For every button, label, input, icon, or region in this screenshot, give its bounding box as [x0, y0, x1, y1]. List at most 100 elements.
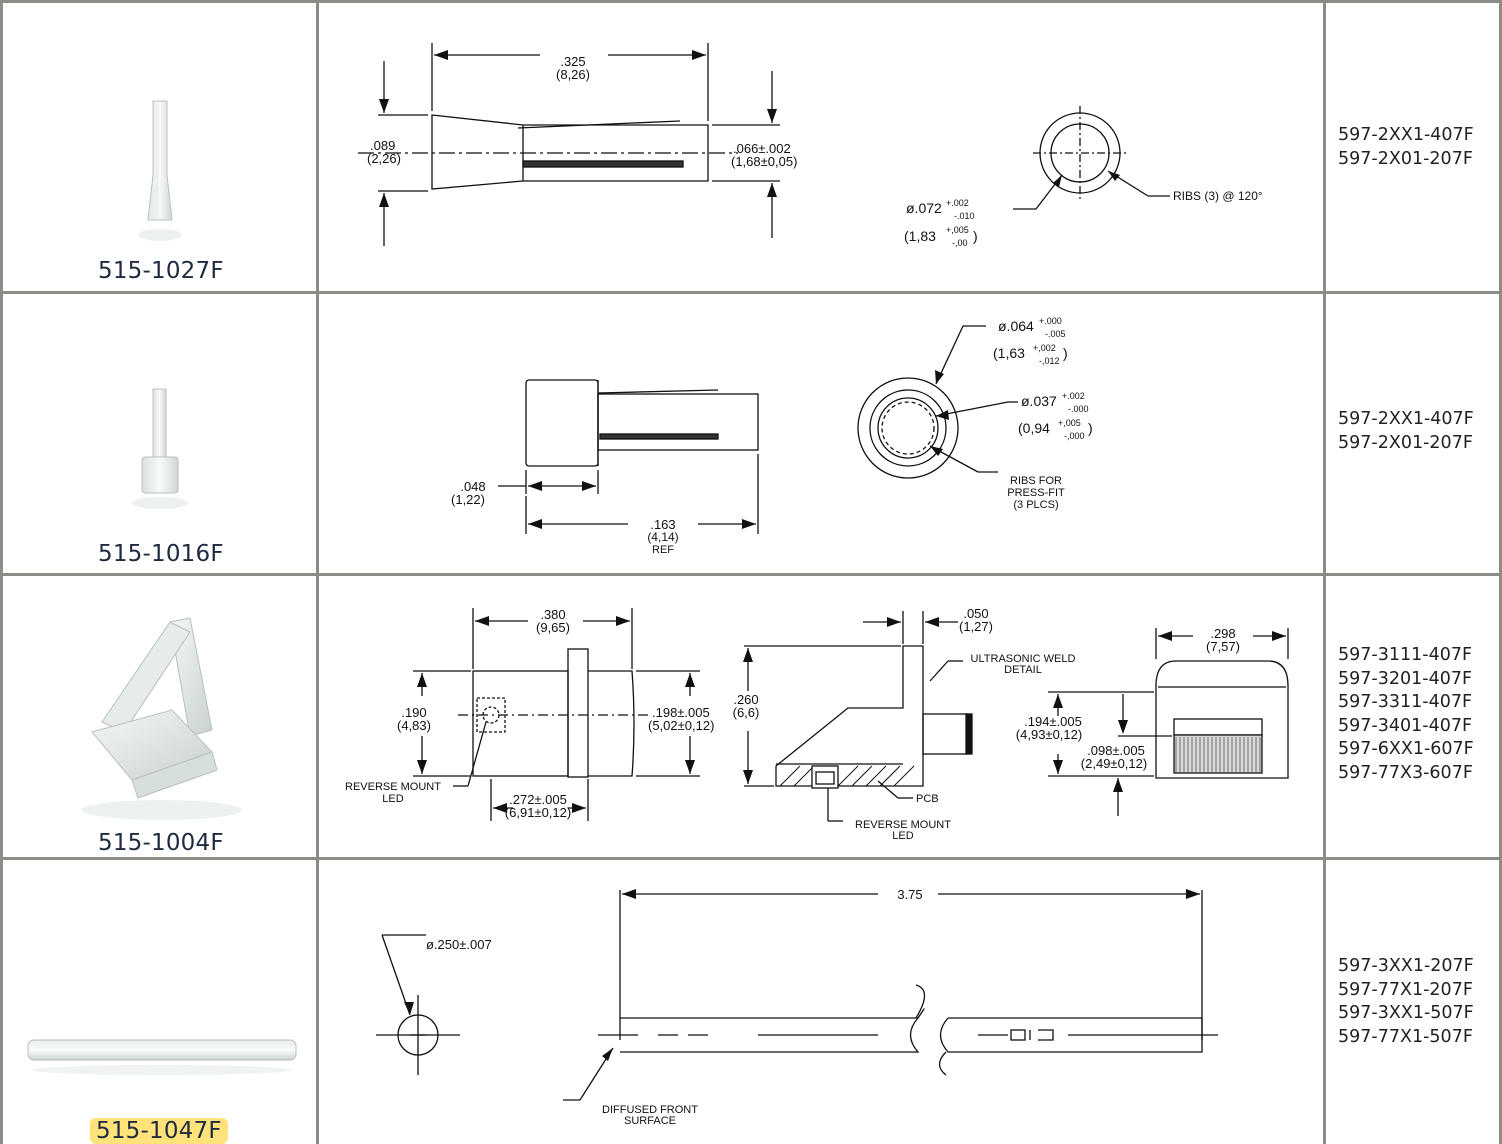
- ribs-label-2: PRESS-FIT: [1007, 487, 1065, 499]
- compatible-part: 597-77X3-607F: [1338, 762, 1473, 783]
- dim-height-mm: (2,26): [367, 151, 401, 166]
- weld-label-1: ULTRASONIC WELD: [971, 653, 1076, 665]
- compatible-part: 597-3111-407F: [1338, 645, 1473, 665]
- drawing-515-1016F: ø.064 +.000 -.005 (1,63 +,002 -,012 ) ø.…: [451, 316, 1093, 556]
- compatible-part: 597-6XX1-607F: [1338, 739, 1474, 759]
- dim-inner-mm-close: ): [1088, 420, 1093, 436]
- column-divider: [1323, 0, 1326, 1144]
- dim-dia-tol-plus: +.002: [946, 198, 969, 208]
- dim-inner-minus: -.000: [1068, 404, 1089, 414]
- dim-inner-mm: (0,94: [1018, 420, 1050, 436]
- product-photo-515-1016F: [132, 388, 188, 509]
- compatible-part: 597-2X01-207F: [1338, 148, 1473, 169]
- dim-tot-mm: (6,6): [733, 705, 760, 720]
- compatible-parts-list: 597-3111-407F 597-3201-407F 597-3311-407…: [1338, 644, 1474, 785]
- rev-led-label-2: LED: [382, 793, 403, 805]
- dim-bore-in: .066±.002: [733, 141, 791, 156]
- compatible-part: 597-3XX1-207F: [1338, 956, 1474, 976]
- rev-led-label-1: REVERSE MOUNT: [345, 781, 441, 793]
- drawing-515-1004F: .380 (9,65) .190 (4,83) .198±.005 (5,02±…: [345, 606, 1289, 842]
- dim-flange-in: .048: [460, 479, 485, 494]
- compatible-part: 597-77X1-207F: [1338, 979, 1473, 1000]
- dim-height-in: .089: [370, 138, 395, 153]
- compatible-part: 597-77X1-507F: [1338, 1026, 1473, 1047]
- dim-flange-mm: (1,22): [451, 492, 485, 507]
- dim-inner-mm-minus: -,000: [1064, 431, 1085, 441]
- dim-tot-in: .260: [733, 692, 758, 707]
- dim-outer-mm-plus: +,002: [1033, 343, 1056, 353]
- dim-outer-minus: -.005: [1045, 329, 1066, 339]
- part-number: 515-1004F: [98, 830, 224, 856]
- rev-led-b-label-1: REVERSE MOUNT: [855, 819, 951, 831]
- dim-inner-mm-plus: +,005: [1058, 418, 1081, 428]
- dim-dia-mm-minus: -,00: [952, 238, 968, 248]
- dim-dia-tol-minus: -.010: [954, 211, 975, 221]
- dim-h-mm: (4,83): [397, 718, 431, 733]
- dim-length-ref: REF: [652, 544, 674, 556]
- part-number-highlighted: 515-1047F: [90, 1118, 228, 1144]
- compatible-parts-list: 597-2XX1-407F 597-2X01-207F: [1338, 124, 1474, 171]
- dim-face-in: .198±.005: [652, 705, 710, 720]
- dim-h3-in: .098±.005: [1087, 743, 1145, 758]
- dim-length-mm: (4,14): [647, 530, 678, 544]
- compatible-part: 597-3401-407F: [1338, 715, 1473, 736]
- compatible-part: 597-2XX1-407F: [1338, 409, 1474, 429]
- compatible-part: 597-3201-407F: [1338, 668, 1473, 689]
- dim-bore-mm: (1,68±0,05): [731, 154, 797, 169]
- dim-h2-in: .194±.005: [1024, 714, 1082, 729]
- dim-len-in: .380: [540, 607, 565, 622]
- dim-outer-mm-minus: -,012: [1039, 356, 1060, 366]
- dim-dia-mm-plus: +,005: [946, 225, 969, 235]
- dim-dia-in: ø.072: [906, 200, 942, 216]
- dim-length-in: .325: [560, 54, 585, 69]
- weld-label-2: DETAIL: [1004, 664, 1042, 676]
- compatible-part: 597-3XX1-507F: [1338, 1003, 1474, 1023]
- dim-dia: ø.250±.007: [426, 937, 492, 952]
- drawing-515-1027F: .325 (8,26) .089 (2,26) .066±.002 (1,68±…: [358, 43, 1263, 248]
- dim-dia-mm-close: ): [973, 228, 978, 244]
- dim-w-in: .298: [1210, 626, 1235, 641]
- compatible-parts-list: 597-3XX1-207F 597-77X1-207F 597-3XX1-507…: [1338, 955, 1474, 1049]
- table-border-top: [0, 0, 1502, 3]
- dim-face-mm: (5,02±0,12): [648, 718, 714, 733]
- compatible-parts-list: 597-2XX1-407F 597-2X01-207F: [1338, 408, 1474, 455]
- table-border-left: [0, 0, 3, 1144]
- part-number: 515-1016F: [98, 541, 224, 567]
- row-divider: [0, 573, 1502, 576]
- product-photo-515-1047F: [27, 1039, 297, 1075]
- diffused-label-2: SURFACE: [624, 1115, 676, 1127]
- dim-w-mm: (7,57): [1206, 639, 1240, 654]
- row-divider: [0, 857, 1502, 860]
- product-photo-515-1027F: [138, 100, 182, 241]
- dim-outer-mm-close: ): [1063, 345, 1068, 361]
- ribs-label-3: (3 PLCS): [1013, 499, 1058, 511]
- part-number: 515-1027F: [98, 258, 224, 284]
- dim-h3-mm: (2,49±0,12): [1081, 756, 1147, 771]
- dim-led-off-in: .272±.005: [509, 792, 567, 807]
- dim-inner-plus: +.002: [1062, 391, 1085, 401]
- table-border-right: [1499, 0, 1502, 1144]
- dim-dia-mm: (1,83: [904, 228, 936, 244]
- ribs-label-1: RIBS FOR: [1010, 475, 1062, 487]
- dim-h-in: .190: [401, 705, 426, 720]
- compatible-part: 597-2X01-207F: [1338, 432, 1473, 453]
- row-divider: [0, 291, 1502, 294]
- compatible-part: 597-2XX1-407F: [1338, 125, 1474, 145]
- dim-t-in: .050: [963, 606, 988, 621]
- dim-len-mm: (9,65): [536, 620, 570, 635]
- rev-led-b-label-2: LED: [892, 830, 913, 842]
- ribs-label: RIBS (3) @ 120°: [1173, 189, 1263, 203]
- dim-length-mm: (8,26): [556, 67, 590, 82]
- dim-length-in: .163: [650, 517, 675, 532]
- compatible-part: 597-3311-407F: [1338, 692, 1473, 712]
- product-photo-515-1004F: [82, 617, 242, 820]
- dim-outer-mm: (1,63: [993, 345, 1025, 361]
- dim-outer-plus: +.000: [1039, 316, 1062, 326]
- column-divider: [316, 0, 319, 1144]
- dim-inner-in: ø.037: [1021, 393, 1057, 409]
- pcb-label: PCB: [916, 793, 939, 805]
- dim-led-off-mm: (6,91±0,12): [505, 805, 571, 820]
- dim-t-mm: (1,27): [959, 619, 993, 634]
- diffused-label-1: DIFFUSED FRONT: [602, 1104, 698, 1116]
